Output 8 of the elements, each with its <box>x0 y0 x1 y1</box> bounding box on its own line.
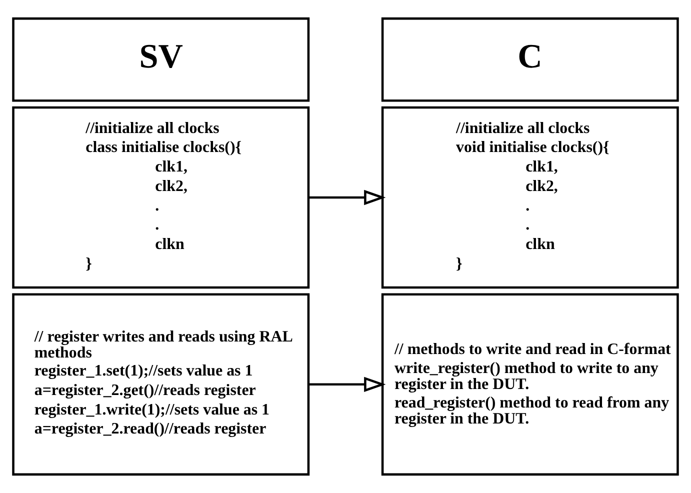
node-box: SV <box>12 17 310 102</box>
node-box: // register writes and reads using RAL methods register_1.set(1);//sets value as 1 a=register_2.get()//reads register register_1.write(1);//sets value as 1 a=register_2.read()//reads register <box>12 293 310 476</box>
node-box: //initialize all clocks class initialise clocks(){ clk1, clk2, . . clkn } <box>12 106 310 289</box>
node-box: //initialize all clocks void initialise clocks(){ clk1, clk2, . . clkn } <box>381 106 679 289</box>
arrow <box>308 190 386 206</box>
node-box: C <box>381 17 679 102</box>
arrow <box>308 376 386 392</box>
node-box: // methods to write and read in C-format write_register() method to write to any register in the DUT. read_register() method to read from any register in the DUT. <box>381 293 679 476</box>
